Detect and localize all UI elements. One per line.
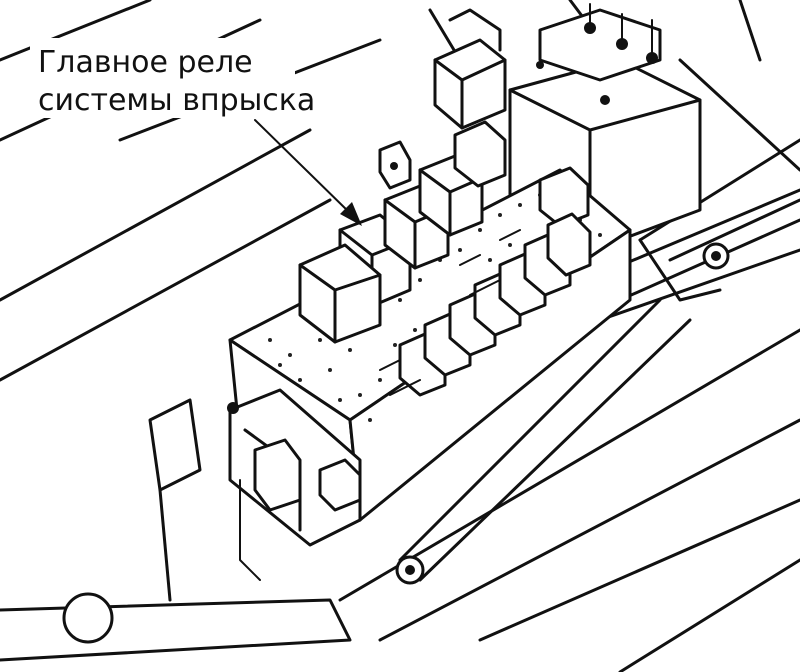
- fuse-row: [398, 212, 592, 397]
- mounting-tabs: [378, 8, 502, 190]
- label-backdrop: [30, 38, 295, 118]
- callout-label: Главное реле системы впрыска: [30, 38, 315, 118]
- front-connector: [227, 388, 362, 581]
- side-rail: [395, 188, 800, 585]
- relay: [433, 38, 507, 130]
- mounting-bracket: [0, 398, 352, 662]
- relay: [538, 166, 590, 228]
- relay-group: [298, 38, 590, 344]
- relay: [298, 243, 382, 344]
- callout-line-1: Главное реле: [38, 45, 253, 80]
- fuse-row: [379, 229, 521, 396]
- arrow-head-icon: [340, 202, 362, 226]
- relay: [453, 120, 507, 188]
- callout-line-2: системы впрыска: [38, 83, 315, 118]
- mounting-hole-icon: [62, 592, 114, 644]
- callout-leader: [254, 119, 362, 226]
